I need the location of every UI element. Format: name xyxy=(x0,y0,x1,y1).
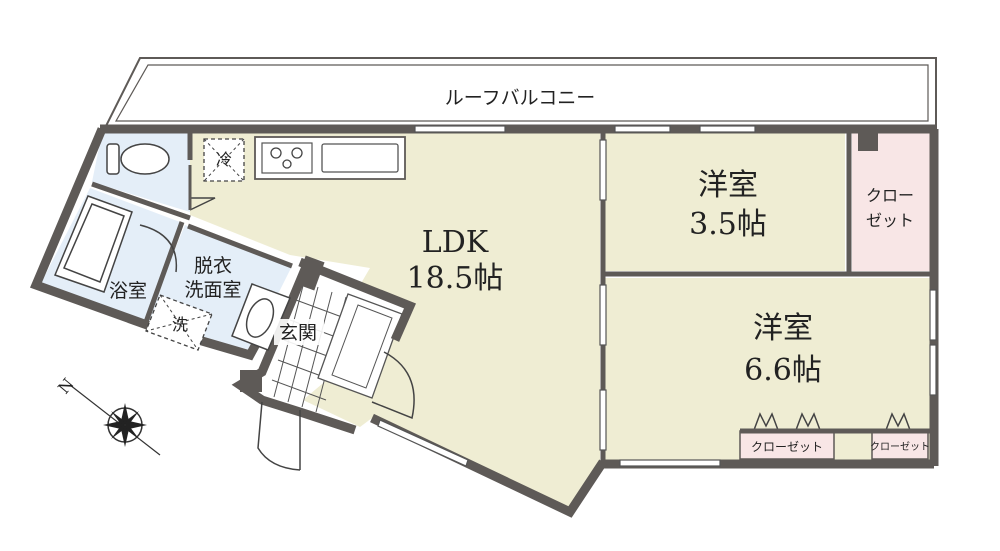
room1-name: 洋室 xyxy=(698,168,758,203)
fridge-symbol: 冷 xyxy=(216,150,232,169)
washer: 洗 xyxy=(145,294,213,351)
closet1-line2: ゼット xyxy=(866,211,914,230)
ldk-floor xyxy=(190,133,600,508)
room1-size: 3.5帖 xyxy=(689,207,767,242)
room2-name: 洋室 xyxy=(753,311,813,346)
closet3-label: クローゼット xyxy=(870,441,930,453)
entrance-door xyxy=(257,401,301,471)
washer-symbol: 洗 xyxy=(172,315,188,334)
sink xyxy=(321,143,399,173)
closet-2: クローゼット xyxy=(739,430,835,460)
ldk-name: LDK xyxy=(422,225,489,260)
bath-label: 浴室 xyxy=(109,280,147,302)
toilet xyxy=(106,143,170,175)
closet-3: クローゼット xyxy=(870,430,930,460)
wash-basin xyxy=(231,283,291,351)
closet-1: クロー ゼット xyxy=(852,133,930,271)
kitchen xyxy=(254,136,406,180)
western-room-1: 洋室 3.5帖 xyxy=(605,133,845,271)
windows xyxy=(377,125,937,467)
washroom-line2: 洗面室 xyxy=(184,279,241,301)
roof-balcony: ルーフバルコニー xyxy=(103,57,937,129)
toilet-door xyxy=(188,165,216,211)
bath-door xyxy=(139,224,178,273)
compass-icon: N xyxy=(54,375,161,456)
closet-door-symbols xyxy=(753,412,911,431)
ldk-size: 18.5帖 xyxy=(407,261,504,296)
room2-size: 6.6帖 xyxy=(744,353,822,388)
closet2-label: クローゼット xyxy=(751,440,823,454)
ldk-entry-door xyxy=(371,351,415,420)
fridge: 冷 xyxy=(203,138,245,182)
washroom-line1: 脱衣 xyxy=(194,255,232,277)
closet1-line1: クロー xyxy=(866,186,914,205)
entrance-label: 玄関 xyxy=(279,322,317,344)
bathtub xyxy=(54,195,133,293)
compass-north-label: N xyxy=(54,375,78,398)
roof-balcony-label: ルーフバルコニー xyxy=(445,87,595,109)
pillars xyxy=(240,133,878,392)
